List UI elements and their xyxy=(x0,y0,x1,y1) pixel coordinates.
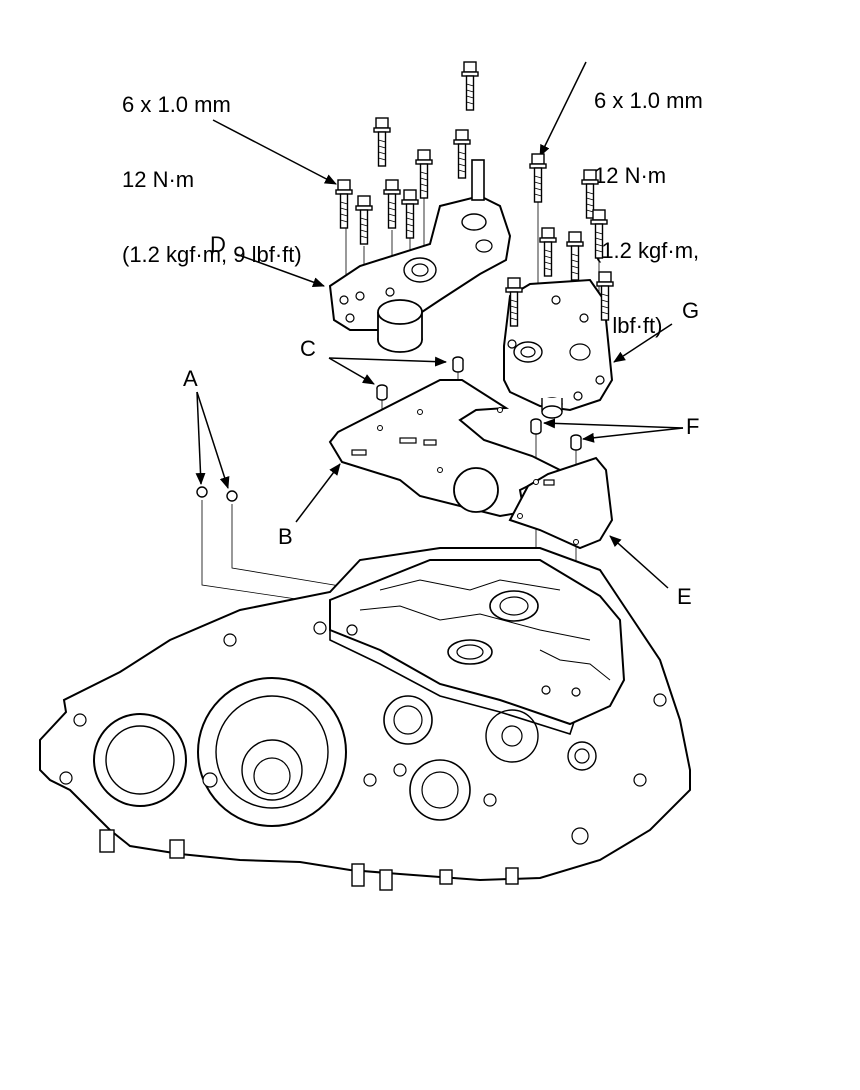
valve-body-g xyxy=(503,278,614,419)
valve-body xyxy=(329,559,626,735)
callout-f: F xyxy=(686,414,700,439)
separator-plate-e xyxy=(508,456,614,550)
callout-e: E xyxy=(677,584,692,609)
bolt-size-text: 6 x 1.0 mm xyxy=(594,88,703,113)
callout-d: D xyxy=(210,232,226,257)
bolt-size-text: 6 x 1.0 mm xyxy=(122,92,231,117)
check-balls xyxy=(196,486,238,502)
torque-nm-text: 12 N·m xyxy=(122,167,195,192)
callout-g: G xyxy=(682,298,700,323)
callout-b: B xyxy=(278,524,293,549)
valve-body-d xyxy=(328,159,512,353)
callout-a: A xyxy=(183,366,198,391)
torque-spec-left: 6 x 1.0 mm 12 N·m (1.2 kgf·m, 9 lbf·ft) xyxy=(122,42,302,317)
leader-arrows xyxy=(195,61,684,589)
callout-c: C xyxy=(300,336,316,361)
